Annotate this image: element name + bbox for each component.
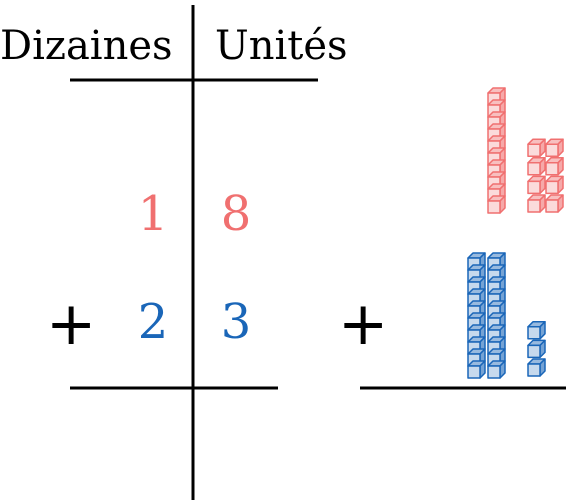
blocks-plus-sign: + xyxy=(338,289,389,359)
second-number-units-digit: 3 xyxy=(220,294,252,350)
unit-cube xyxy=(527,339,546,359)
unit-cube xyxy=(545,157,564,176)
unit-cube xyxy=(527,358,546,377)
first-number-tens-digit: 1 xyxy=(137,186,169,242)
first-number-units-digit: 8 xyxy=(220,186,252,242)
units-header: Unités xyxy=(215,23,348,69)
tens-header: Dizaines xyxy=(0,23,173,69)
unit-cube xyxy=(545,175,564,195)
plus-sign: + xyxy=(46,289,97,359)
tens-rod xyxy=(467,252,486,379)
unit-cube xyxy=(527,321,546,340)
unit-cube xyxy=(545,194,564,213)
unit-cube xyxy=(527,194,546,213)
unit-cube xyxy=(527,175,546,195)
unit-cube xyxy=(527,138,546,157)
unit-cube xyxy=(545,138,564,157)
unit-cube xyxy=(527,157,546,176)
tens-rod xyxy=(487,87,506,214)
second-number-tens-digit: 2 xyxy=(137,294,169,350)
tens-rod xyxy=(487,252,506,379)
